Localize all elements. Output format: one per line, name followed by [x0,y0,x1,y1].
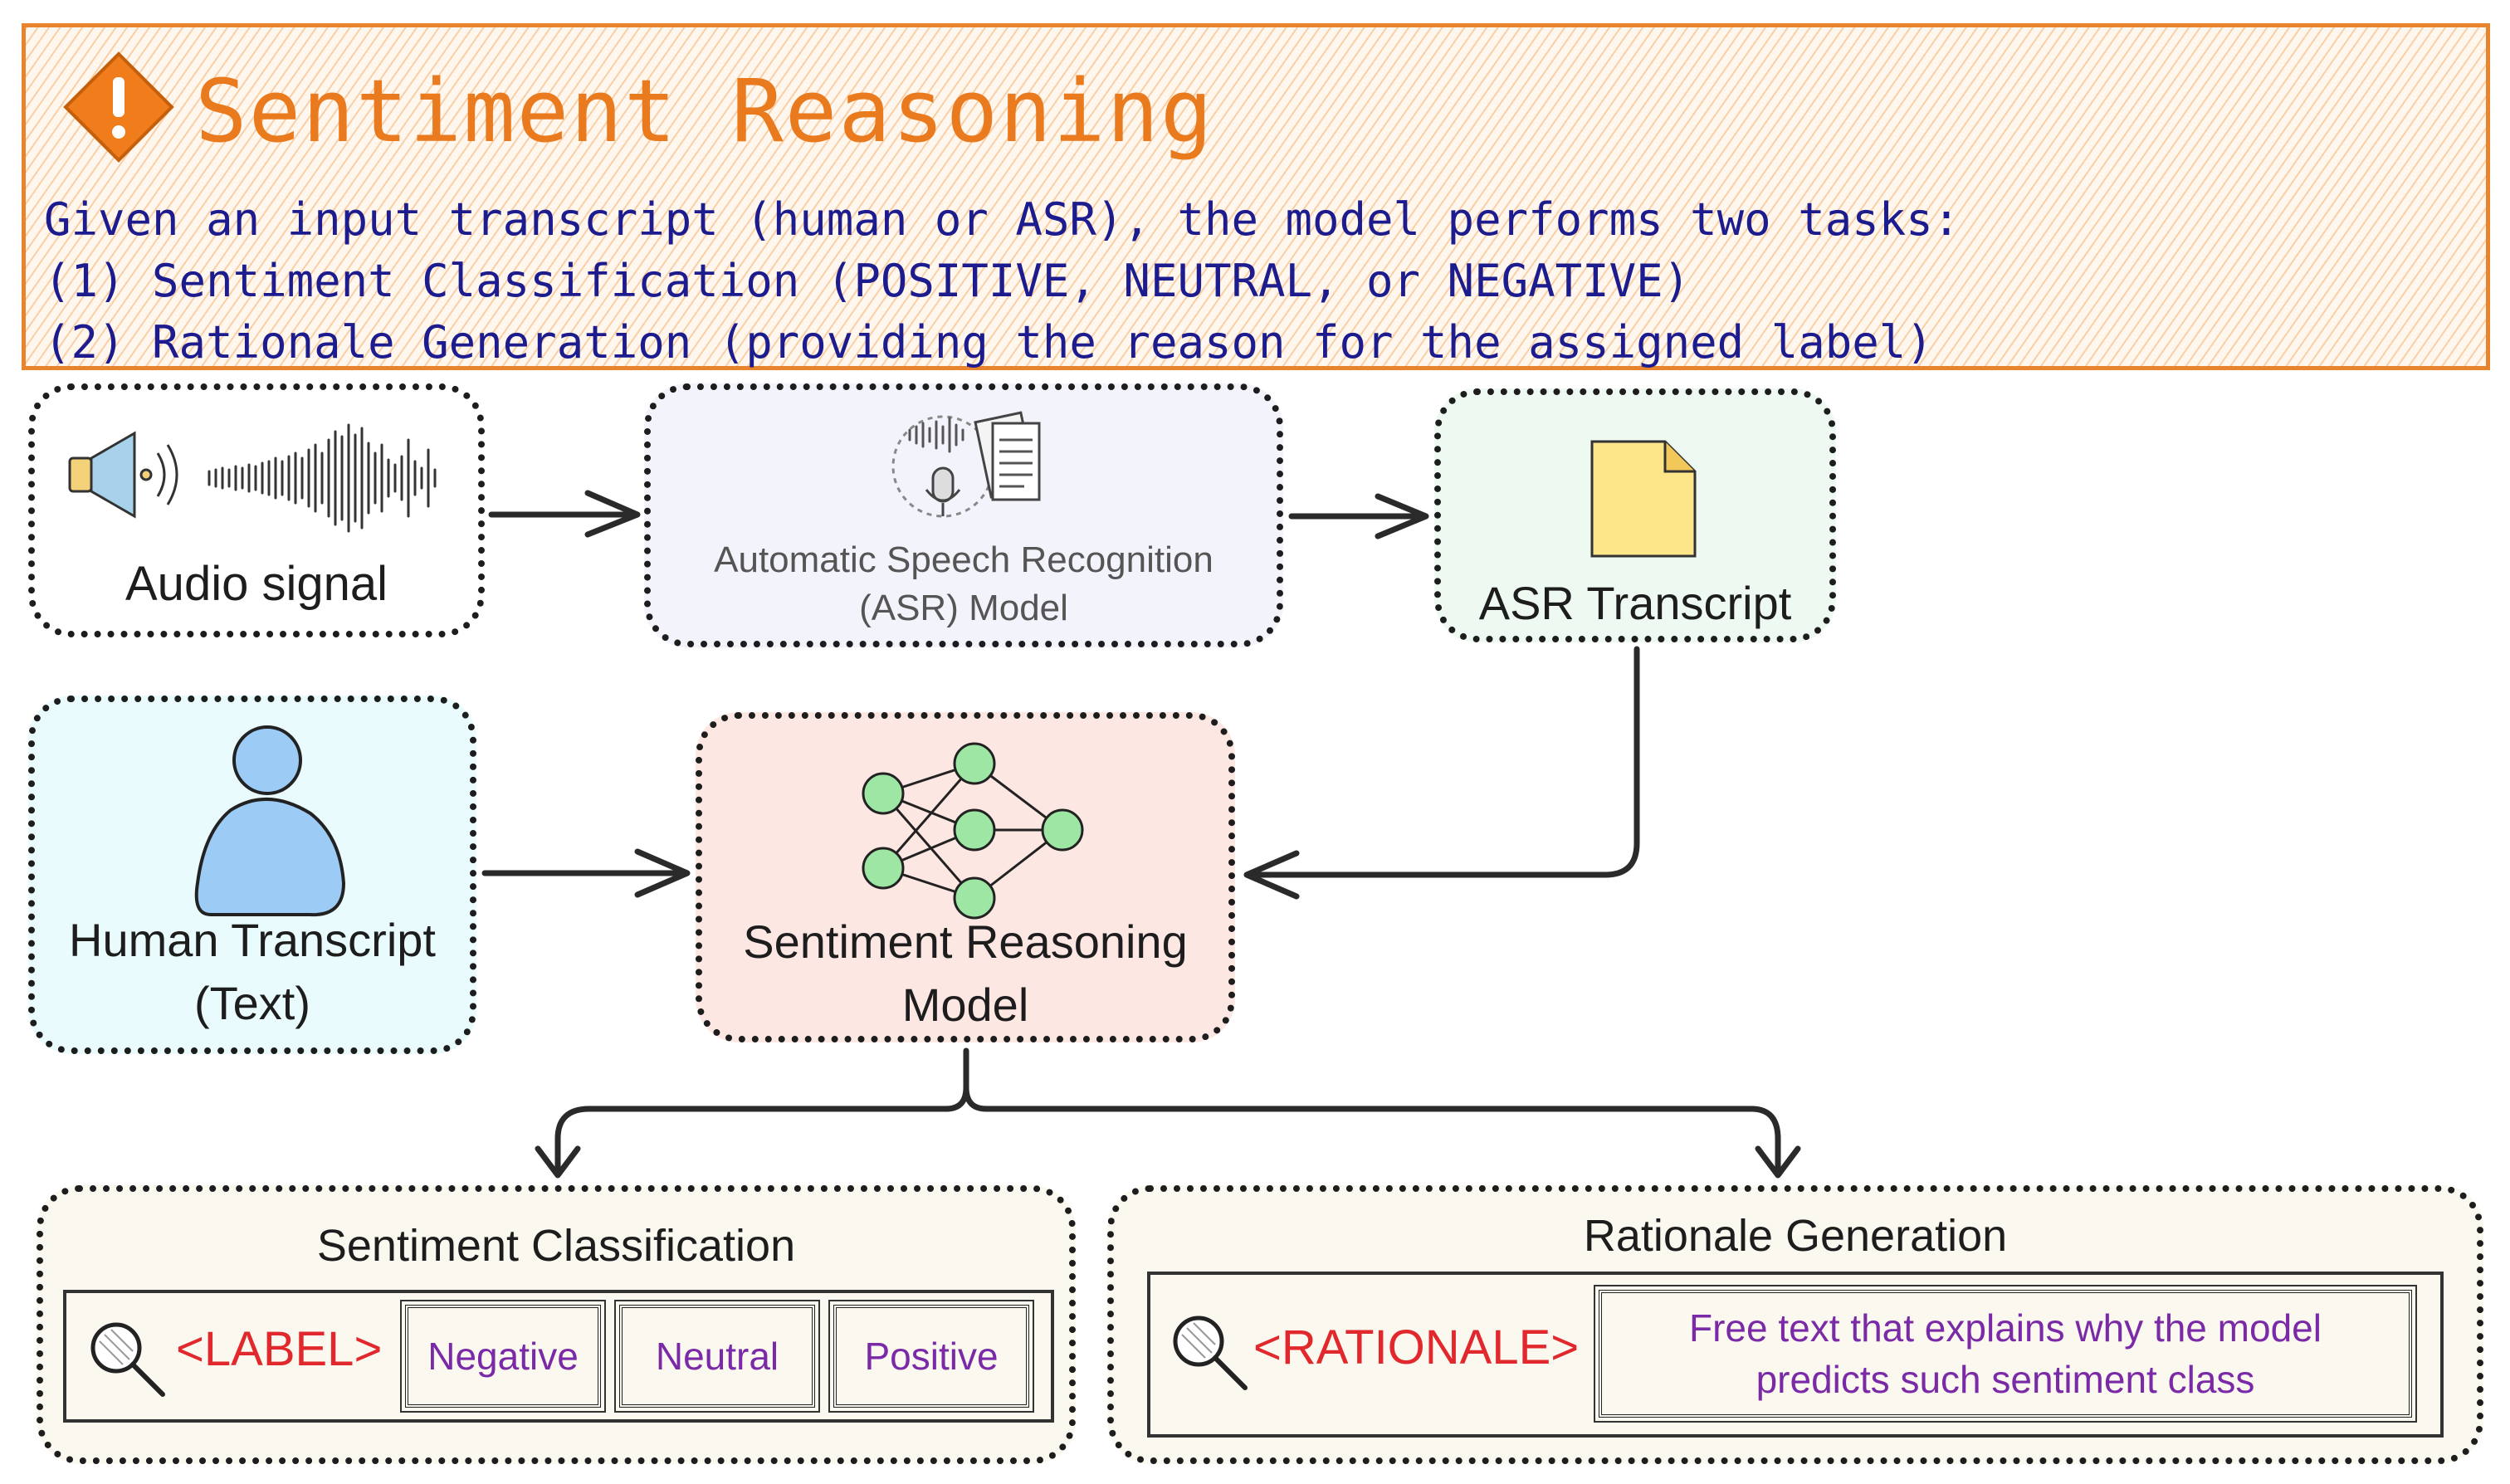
waveform-icon [208,423,437,533]
human-transcript-node: Human Transcript (Text) [28,696,476,1054]
rationale-text-line2: predicts such sentiment class [1756,1358,2255,1401]
banner-task-1: (1) Sentiment Classification (POSITIVE, … [44,255,1691,307]
option-neutral: Neutral [614,1300,820,1413]
label-tag: <LABEL> [176,1322,383,1376]
human-transcript-label-line1: Human Transcript [69,914,436,966]
arrow-model-to-outputs [535,1047,1801,1179]
asr-model-node: Automatic Speech Recognition (ASR) Model [644,383,1283,647]
warning-icon [63,51,174,163]
speaker-icon [68,431,178,519]
arrow-human-to-model [481,848,691,898]
sentiment-classification-node: Sentiment Classification <LABEL> Negativ… [37,1185,1076,1464]
banner-title: Sentiment Reasoning [195,61,1214,162]
search-icon [1173,1316,1248,1390]
rationale-text-box: Free text that explains why the model pr… [1594,1285,2417,1423]
asr-model-label-line2: (ASR) Model [859,588,1068,628]
classification-title: Sentiment Classification [316,1221,796,1271]
audio-signal-label: Audio signal [125,557,388,611]
rationale-output-frame: <RATIONALE> Free text that explains why … [1147,1272,2444,1438]
sentiment-reasoning-model-node: Sentiment Reasoning Model [696,712,1235,1042]
banner-description: Given an input transcript (human or ASR)… [44,193,1961,246]
rationale-title: Rationale Generation [1583,1211,2008,1261]
option-positive: Positive [828,1300,1034,1413]
model-label-line1: Sentiment Reasoning [743,915,1188,968]
asr-transcript-node: ASR Transcript [1434,388,1836,642]
task-banner: Sentiment Reasoning Given an input trans… [22,23,2490,370]
option-negative: Negative [400,1300,606,1413]
arrow-transcript-to-model [1243,646,1640,900]
asr-transcript-label: ASR Transcript [1478,577,1792,629]
rationale-text-line1: Free text that explains why the model [1689,1306,2322,1350]
audio-signal-node: Audio signal [28,383,485,637]
model-label-line2: Model [901,979,1029,1031]
rationale-tag: <RATIONALE> [1253,1320,1580,1374]
human-transcript-label-line2: (Text) [194,977,310,1029]
document-icon [1590,440,1697,558]
arrow-asr-to-transcript [1288,493,1429,539]
asr-model-label-line1: Automatic Speech Recognition [714,539,1213,580]
rationale-generation-node: Rationale Generation <RATIONALE> Free te… [1107,1185,2483,1464]
speech-to-document-icon [891,411,1041,518]
search-icon [90,1322,165,1397]
banner-task-2: (2) Rationale Generation (providing the … [44,316,1933,369]
label-output-frame: <LABEL> Negative Neutral Positive [63,1290,1054,1423]
arrow-audio-to-asr [488,490,641,538]
person-icon [194,725,346,917]
neural-network-icon [862,742,1084,920]
